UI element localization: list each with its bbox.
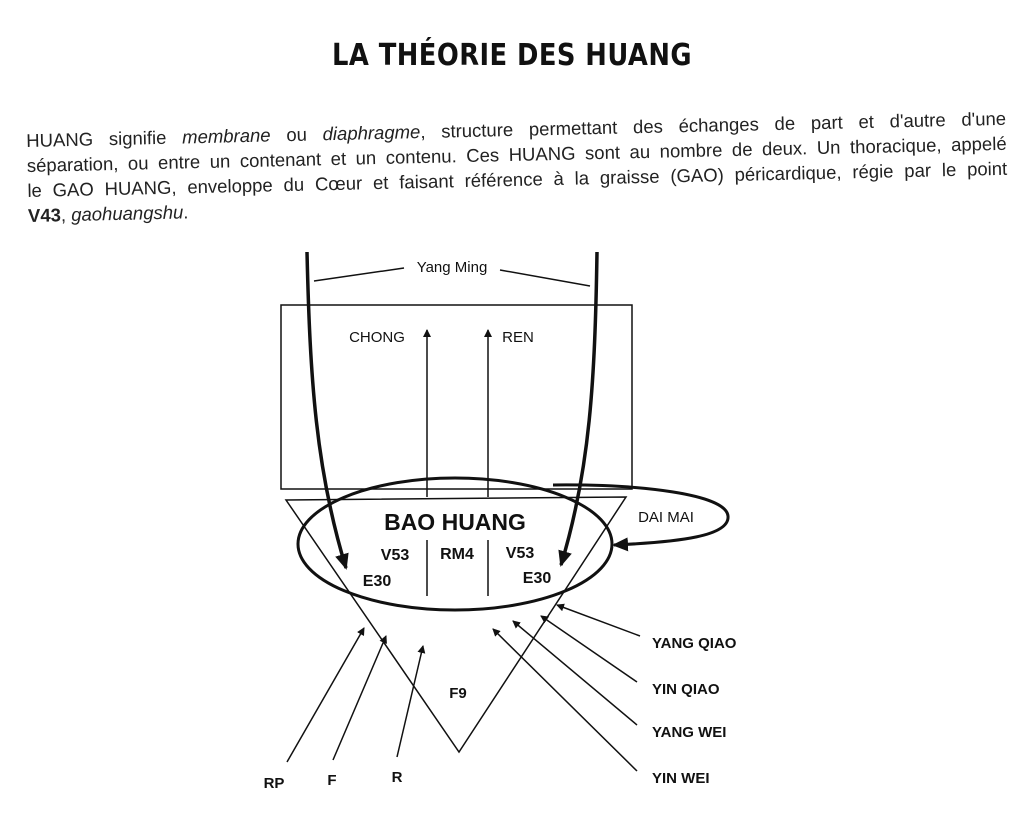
label-v53-right: V53 <box>506 545 535 562</box>
label-v53-left: V53 <box>381 547 410 564</box>
label-r: R <box>392 769 403 786</box>
label-yang-ming: Yang Ming <box>417 259 488 276</box>
bao-huang-ellipse <box>296 476 614 612</box>
label-yang-qiao: YANG QIAO <box>652 635 737 652</box>
label-e30-right: E30 <box>523 570 552 587</box>
label-bao-huang: BAO HUANG <box>384 509 526 535</box>
label-rp: RP <box>264 775 285 792</box>
label-yang-wei: YANG WEI <box>652 724 726 741</box>
r-arrow <box>396 645 426 758</box>
yin-qiao-arrow <box>540 615 638 683</box>
inverted-triangle <box>284 496 628 754</box>
label-yin-qiao: YIN QIAO <box>652 681 720 698</box>
label-f: F <box>327 772 336 789</box>
dai-mai-loop <box>552 483 730 552</box>
page-title: LA THÉORIE DES HUANG <box>332 38 692 73</box>
label-chong: CHONG <box>349 329 405 346</box>
yang-ming-line-left <box>313 267 405 282</box>
yin-wei-arrow <box>492 628 638 772</box>
label-rm4: RM4 <box>440 546 474 563</box>
yang-ming-curve-left <box>305 251 349 570</box>
f-arrow <box>332 635 387 761</box>
label-yin-wei: YIN WEI <box>652 770 710 787</box>
yang-ming-line-right <box>499 269 591 287</box>
label-e30-left: E30 <box>363 573 392 590</box>
yang-wei-arrow <box>512 620 638 726</box>
upper-rectangle <box>280 304 633 490</box>
rp-arrow <box>286 627 365 763</box>
label-ren: REN <box>502 329 534 346</box>
label-f9: F9 <box>449 685 467 702</box>
yang-ming-curve-right <box>558 251 599 567</box>
label-dai-mai: DAI MAI <box>638 509 694 526</box>
yang-qiao-arrow <box>556 603 641 637</box>
